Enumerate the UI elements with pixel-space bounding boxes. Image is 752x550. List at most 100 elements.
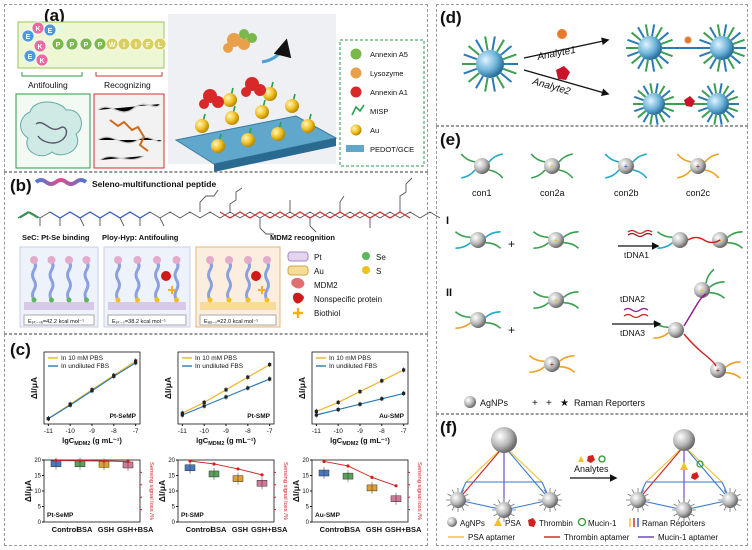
- interface-peptide: [264, 260, 270, 301]
- peptide-residue-label: W: [109, 42, 116, 49]
- legend-a-label: MISP: [370, 107, 388, 116]
- probe-strand: [722, 85, 730, 95]
- con2a-label: con2a: [540, 188, 565, 198]
- dna-arm: [657, 242, 674, 250]
- signal-loss-point: [346, 464, 350, 468]
- x-axis-label: lgCMDM2 (g mL⁻¹): [62, 436, 122, 447]
- legend-a-icon: [350, 86, 362, 98]
- anchor-atom: [245, 297, 251, 303]
- au-swatch: [287, 265, 309, 276]
- panel-e-frame: [436, 126, 748, 414]
- probe-strand: [496, 39, 505, 53]
- dna-arm: [676, 153, 692, 163]
- nonspecific-protein-mark: [251, 271, 261, 281]
- x-tick-label: -9: [357, 428, 363, 435]
- panel-b-label: (b): [10, 176, 32, 195]
- dna-arm: [632, 153, 647, 163]
- thrombin-mini: [587, 455, 595, 463]
- dna-arm: [460, 153, 476, 163]
- au-ball: [225, 111, 239, 125]
- peptide-bead: [153, 37, 167, 51]
- con2c-label: con2c: [686, 188, 711, 198]
- peptide-bead: [23, 49, 37, 63]
- au-ball: [223, 93, 237, 107]
- pyramid-edge: [457, 445, 505, 501]
- dna-arm: [532, 231, 549, 239]
- probe-strand: [500, 45, 513, 56]
- y2-axis-label: Sensing signal loss /%: [148, 462, 154, 520]
- probe-strand: [716, 59, 721, 72]
- legend-pt: Pt: [314, 253, 322, 262]
- probe-strand: [484, 36, 489, 51]
- x-axis-label: lgCMDM2 (g mL⁻¹): [330, 436, 390, 447]
- y-tick-label: 10: [302, 489, 309, 495]
- peptide-residue-label: I: [123, 42, 125, 49]
- box-chart-title: Au-SMP: [315, 512, 341, 519]
- data-point: [268, 363, 272, 367]
- y2-axis-label: Sensing signal loss /%: [282, 462, 288, 520]
- peptide-bead: [65, 37, 79, 51]
- x-tick-label: -10: [199, 428, 209, 435]
- y-tick-label: 0: [306, 520, 310, 526]
- peptide-bead: [33, 39, 47, 53]
- dna-arm: [724, 360, 741, 368]
- signal-loss-point: [322, 459, 326, 464]
- analyte1-label: Analyte1: [535, 45, 576, 63]
- x-tick-label: -11: [178, 428, 187, 435]
- x-tick-label: -9: [89, 428, 95, 435]
- data-point: [358, 402, 362, 406]
- tdna1-label: tDNA1: [624, 250, 649, 260]
- signal-loss-point: [78, 459, 82, 463]
- dna-arm: [705, 268, 715, 284]
- legend-pbs-label: In 10 mM PBS: [61, 355, 104, 362]
- probe-strand: [658, 31, 670, 42]
- legend-raman-label: Raman Reporters: [574, 398, 646, 408]
- probe-strand: [644, 24, 649, 37]
- probe-strand: [663, 95, 675, 102]
- analyte2-arrow: [523, 69, 610, 97]
- signal-loss-point: [54, 458, 58, 463]
- recognizing-bracket: [95, 72, 163, 77]
- au-ball: [195, 119, 209, 133]
- y-axis-label: ΔI/μA: [291, 480, 301, 502]
- peptide-bead: [21, 29, 35, 43]
- data-point: [246, 375, 250, 379]
- energy-box-1: [23, 314, 95, 326]
- analyte1-dot: [557, 29, 567, 39]
- peptide-bead: [35, 53, 49, 67]
- probe-strand: [732, 38, 745, 45]
- legend-fbs-label: In undiluted FBS: [61, 363, 110, 370]
- anchor-atom: [115, 297, 121, 303]
- probe-strand: [697, 106, 709, 113]
- data-point: [68, 403, 72, 407]
- chart-title: Au-SMP: [379, 413, 405, 420]
- energy-box-3: [199, 314, 277, 326]
- legend-s: S: [376, 267, 381, 276]
- panel-e-label: (e): [440, 130, 461, 149]
- x-tick-label: -9: [223, 428, 229, 435]
- data-point: [180, 413, 184, 417]
- anchor-atom: [49, 297, 54, 303]
- probe-strand: [718, 114, 723, 125]
- annexin-a5-cluster: [239, 29, 257, 43]
- legend-agnp-icon: [464, 396, 476, 408]
- mdm2-highlight: [219, 211, 411, 219]
- reporter-plus-yellow: +: [532, 398, 538, 409]
- probe-strand: [713, 114, 718, 125]
- category-label: GSH+BSA: [117, 525, 154, 534]
- peptide-head: [133, 256, 142, 264]
- dna-arm: [531, 169, 546, 179]
- corner-agnp: [542, 492, 558, 508]
- x-tick-label: -11: [312, 428, 321, 435]
- panel-f-label: (f): [440, 418, 457, 437]
- dna-arm: [488, 153, 503, 163]
- dna-arm: [528, 355, 545, 363]
- peptide-bead: [79, 37, 93, 51]
- x-tick-label: -7: [401, 428, 407, 435]
- s-swatch: [362, 266, 370, 274]
- probe-strand: [637, 57, 645, 70]
- category-label: GSH+BSA: [385, 525, 422, 534]
- reporter-plus-blue: +: [546, 398, 552, 409]
- raman-reporter: +: [696, 162, 701, 171]
- panel-d-scheme: Analyte1 Analyte2: [462, 24, 746, 125]
